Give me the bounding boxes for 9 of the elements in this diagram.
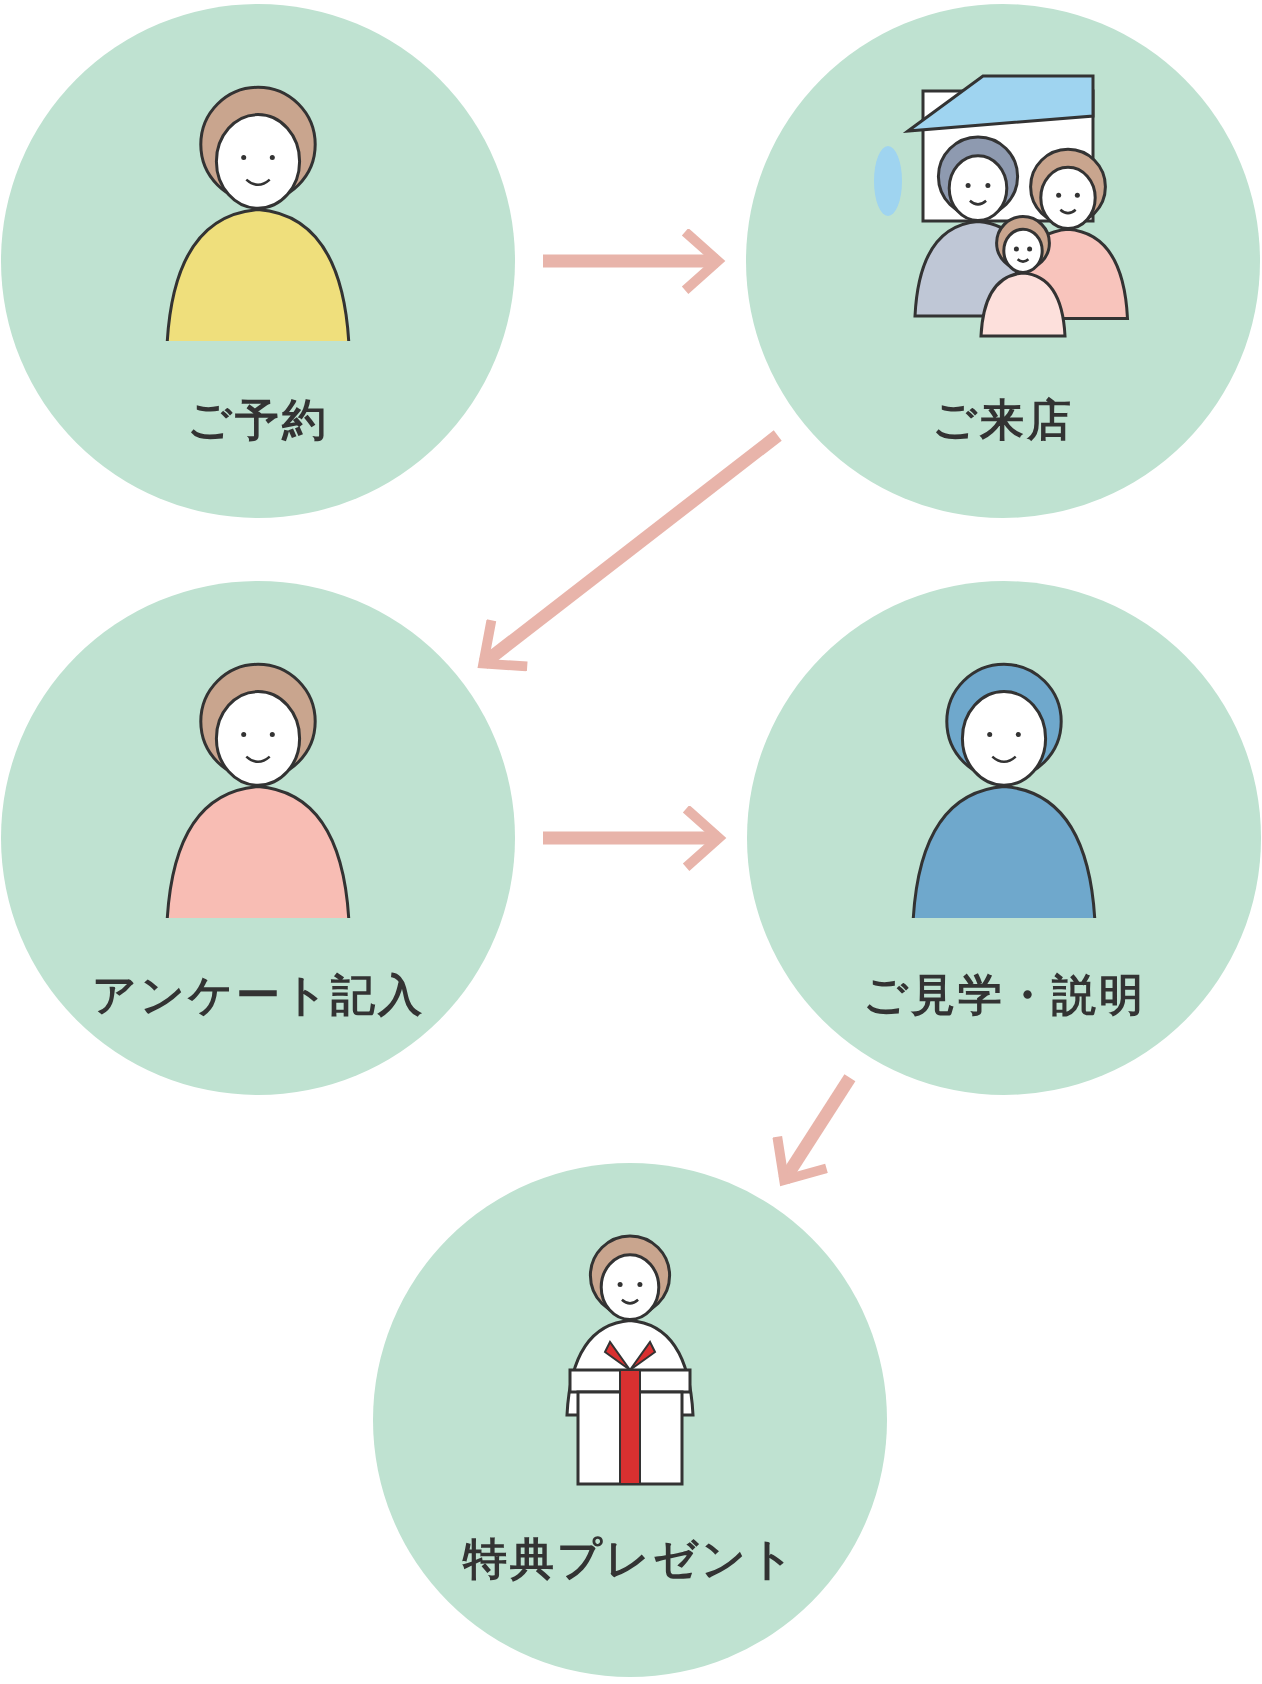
step-label: ご来店 [931,393,1075,447]
step-label: 特典プレゼント [461,1532,798,1586]
step-label: ご見学・説明 [861,968,1147,1022]
arrow [773,1074,856,1186]
arrow [478,430,782,671]
arrow [543,230,723,292]
step-label: アンケート記入 [90,968,426,1022]
step-label: ご予約 [186,393,330,447]
arrow [543,807,724,869]
